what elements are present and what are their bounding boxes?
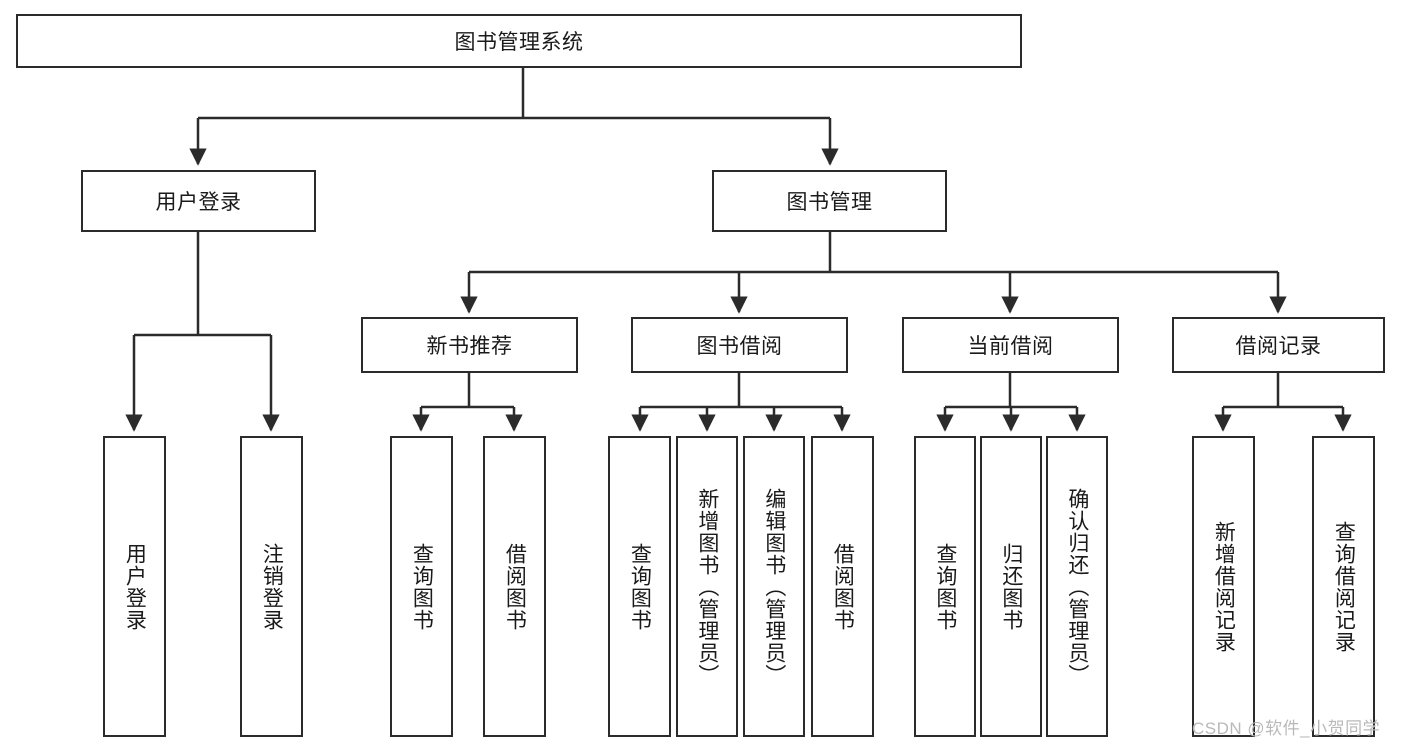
leaf-new-book-borrow-book[interactable]: 借阅图书	[483, 436, 546, 737]
leaf-new-book-query-book[interactable]: 查询图书	[390, 436, 453, 737]
node-label: 借阅图书	[831, 542, 855, 631]
node-label: 查询借阅记录	[1332, 520, 1356, 653]
node-user-login[interactable]: 用户登录	[81, 170, 316, 232]
node-label: 借阅记录	[1235, 335, 1322, 358]
node-current-borrow[interactable]: 当前借阅	[902, 317, 1119, 373]
node-label: 编辑图书（管理员）	[762, 487, 786, 686]
node-book-management[interactable]: 图书管理	[712, 170, 947, 232]
node-label: 图书借阅	[696, 335, 783, 358]
csdn-watermark: CSDN @软件_小贺同学	[1192, 719, 1381, 738]
node-label: 新书推荐	[426, 335, 513, 358]
leaf-borrow-record-add-record[interactable]: 新增借阅记录	[1192, 436, 1255, 737]
leaf-current-borrow-return-book[interactable]: 归还图书	[980, 436, 1042, 737]
node-label: 当前借阅	[967, 335, 1054, 358]
leaf-user-login[interactable]: 用户登录	[103, 436, 166, 737]
node-label: 新增借阅记录	[1212, 520, 1236, 653]
node-label: 归还图书	[999, 542, 1023, 631]
leaf-borrow-record-query-record[interactable]: 查询借阅记录	[1312, 436, 1375, 737]
leaf-book-borrow-add-book-admin[interactable]: 新增图书（管理员）	[676, 436, 738, 737]
node-borrow-record[interactable]: 借阅记录	[1172, 317, 1385, 373]
node-label: 查询图书	[628, 542, 652, 631]
leaf-book-borrow-query-book[interactable]: 查询图书	[608, 436, 671, 737]
node-label: 图书管理	[786, 191, 873, 214]
leaf-book-borrow-edit-book-admin[interactable]: 编辑图书（管理员）	[743, 436, 805, 737]
node-book-borrow[interactable]: 图书借阅	[631, 317, 848, 373]
node-label: 注销登录	[260, 542, 284, 631]
leaf-logout-login[interactable]: 注销登录	[240, 436, 303, 737]
node-label: 图书管理系统	[454, 31, 584, 54]
node-label: 借阅图书	[503, 542, 527, 631]
node-label: 新增图书（管理员）	[695, 487, 719, 686]
node-new-book-recommend[interactable]: 新书推荐	[361, 317, 578, 373]
leaf-book-borrow-borrow-book[interactable]: 借阅图书	[811, 436, 874, 737]
node-label: 查询图书	[933, 542, 957, 631]
leaf-current-borrow-query-book[interactable]: 查询图书	[914, 436, 976, 737]
node-label: 查询图书	[410, 542, 434, 631]
leaf-current-borrow-confirm-return-admin[interactable]: 确认归还（管理员）	[1046, 436, 1108, 737]
node-label: 用户登录	[155, 191, 242, 214]
node-label: 确认归还（管理员）	[1065, 487, 1089, 686]
node-label: 用户登录	[123, 542, 147, 631]
node-root-book-management-system[interactable]: 图书管理系统	[16, 14, 1022, 68]
